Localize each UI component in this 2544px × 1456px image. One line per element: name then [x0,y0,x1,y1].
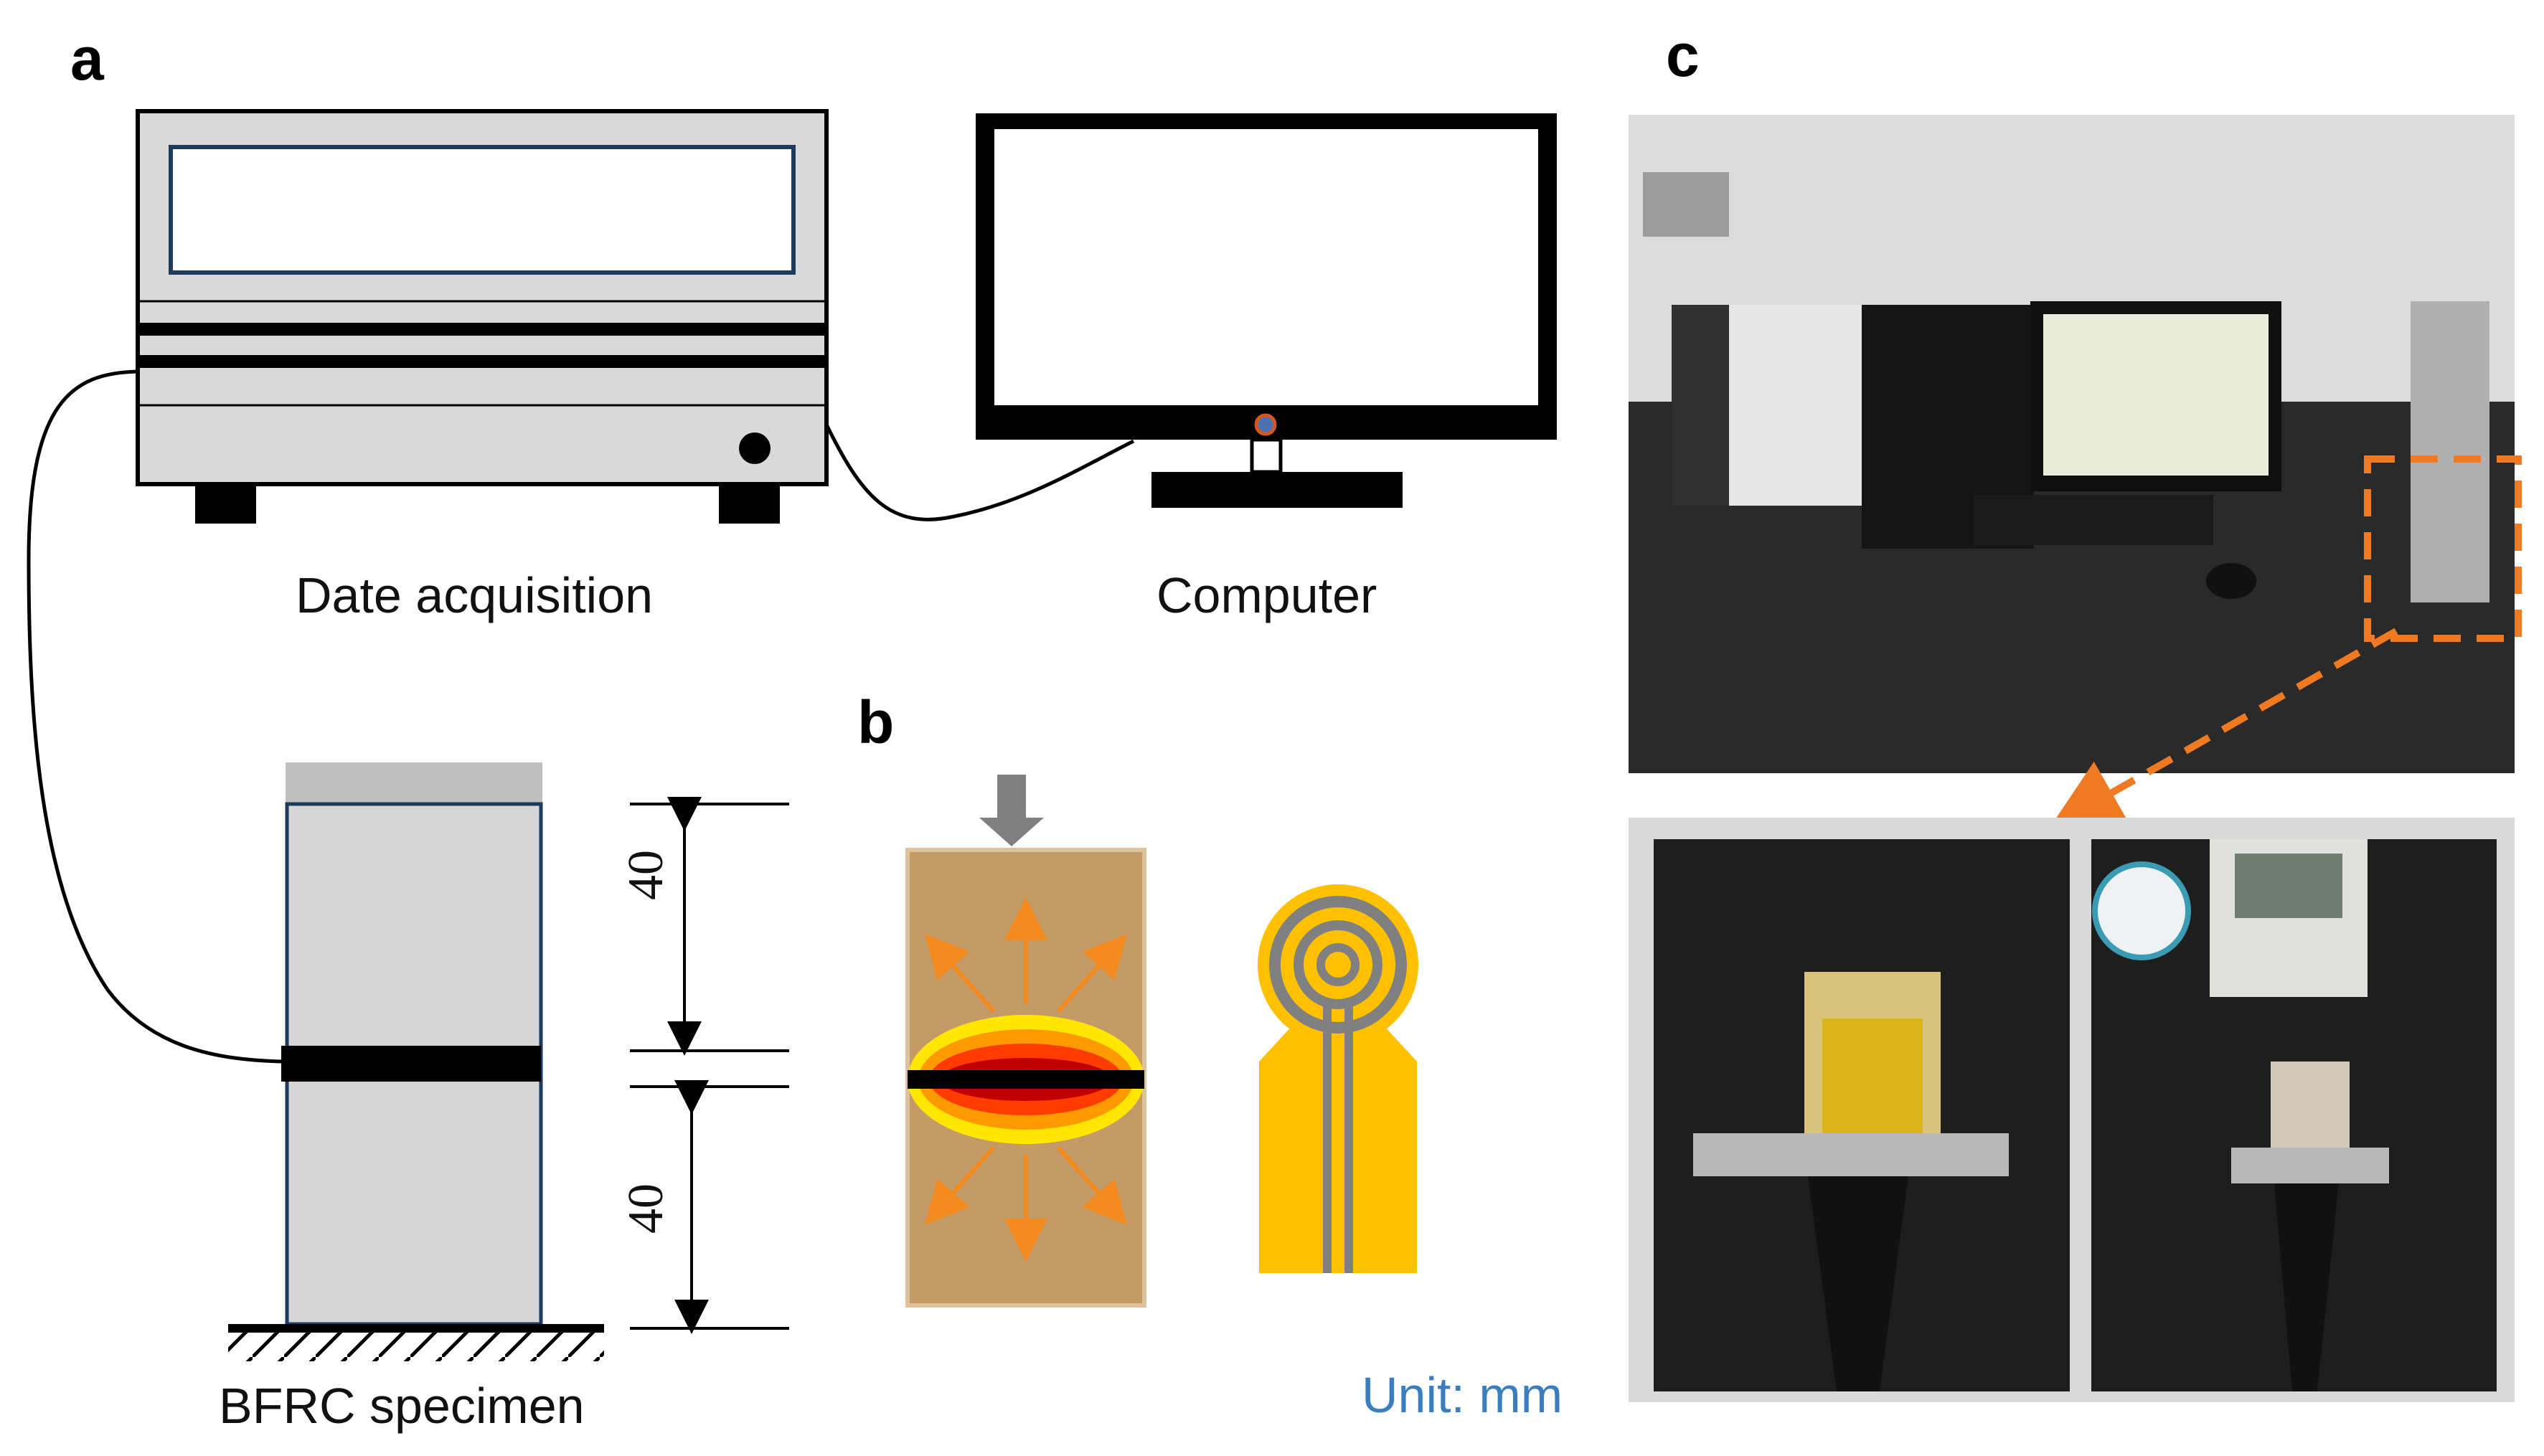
zoom-arrow [2049,628,2398,828]
compression-schematic [905,775,1146,1308]
dimension-lines [630,797,789,1334]
computer-label: Computer [1156,567,1377,623]
highlight-box [2364,455,2522,642]
data-acquisition-label: Date acquisition [296,567,654,623]
dimension-label-top: 40 [618,850,674,900]
sensor-diagram [1258,884,1418,1273]
closeup-photos [1629,818,2515,1402]
power-knob [739,432,771,464]
specimen-label: BFRC specimen [219,1378,585,1434]
lab-photo [1629,115,2522,773]
unit-label: Unit: mm [1362,1367,1563,1423]
device-to-specimen-cable [27,369,284,1064]
data-acquisition-device [136,109,829,524]
computer-monitor [976,113,1557,508]
bfrc-specimen [228,762,604,1361]
panel-label-b: b [857,689,895,756]
embedded-sensor-band [281,1046,541,1082]
load-arrow [979,818,1044,846]
panel-label-c: c [1666,22,1700,89]
panel-label-a: a [70,25,104,93]
device-to-computer-cable [824,423,1135,521]
dimension-label-bottom: 40 [618,1183,674,1234]
